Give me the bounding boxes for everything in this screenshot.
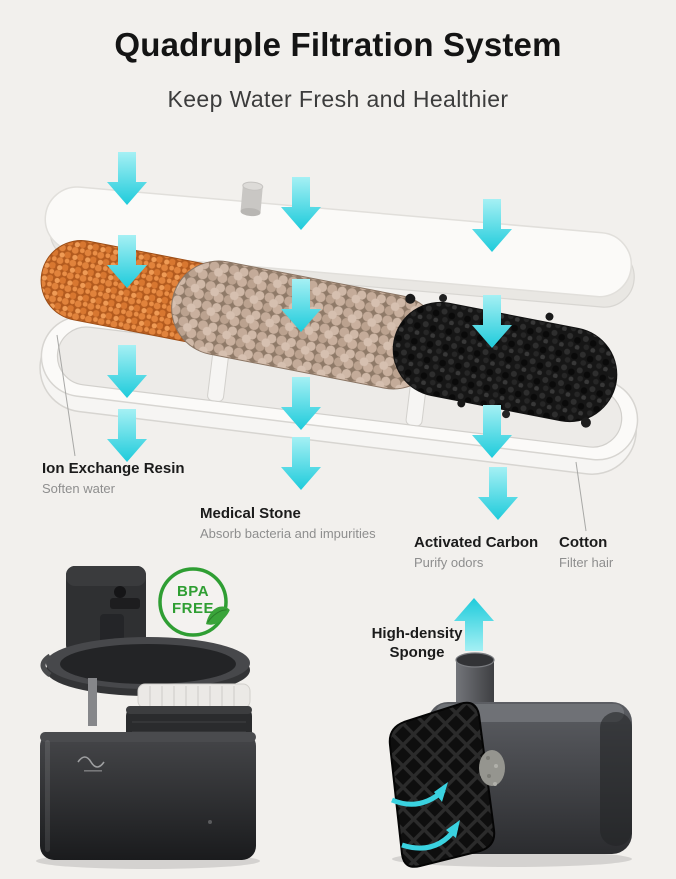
label-high-density-sponge: High-density Sponge — [352, 624, 482, 662]
pump-intake-grille — [388, 701, 496, 868]
badge-line2: FREE — [171, 600, 214, 617]
label-medical-stone: Medical Stone Absorb bacteria and impuri… — [200, 505, 376, 541]
down-arrow-icon — [281, 437, 321, 490]
fountain-pole — [88, 678, 97, 726]
pump-label-line1: High-density — [371, 625, 463, 642]
layer-name: Cotton — [559, 534, 608, 551]
cotton-pad-layer — [44, 181, 635, 308]
layer-desc: Purify odors — [414, 555, 484, 570]
tray-handle — [40, 653, 52, 678]
page-title: Quadruple Filtration System — [114, 26, 562, 63]
layer-name: Medical Stone — [200, 505, 301, 522]
leaf-icon — [206, 606, 230, 625]
badge-line1: BPA — [176, 583, 210, 600]
label-ion-exchange-resin: Ion Exchange Resin Soften water — [42, 460, 185, 496]
fountain-tank — [40, 732, 256, 860]
layer-desc: Filter hair — [559, 555, 614, 570]
layer-name: Activated Carbon — [414, 534, 539, 551]
pump-illustration — [388, 652, 632, 868]
pump-label-line2: Sponge — [389, 644, 445, 661]
fountain-dispenser-tower — [66, 566, 146, 654]
water-intake-arrows — [391, 782, 460, 851]
label-activated-carbon: Activated Carbon Purify odors — [414, 534, 538, 570]
page-subtitle: Keep Water Fresh and Healthier — [167, 86, 509, 112]
layer-desc: Soften water — [42, 481, 115, 496]
layer-desc: Absorb bacteria and impurities — [200, 526, 376, 541]
pump-sponge — [479, 750, 505, 786]
bpa-free-badge-text: BPA FREE — [161, 583, 225, 617]
pad-post — [240, 181, 264, 217]
layer-name: Ion Exchange Resin — [42, 460, 185, 477]
down-arrow-icon — [478, 467, 518, 520]
fountain-illustration — [36, 566, 260, 869]
label-cotton: Cotton Filter hair — [559, 534, 613, 570]
activated-carbon-layer — [392, 293, 618, 428]
fountain-filter-cartridge — [137, 683, 251, 709]
fountain-top-tray — [40, 637, 250, 696]
leader-lines — [56, 334, 587, 532]
brand-logo — [77, 756, 105, 772]
bpa-free-badge — [158, 567, 230, 637]
